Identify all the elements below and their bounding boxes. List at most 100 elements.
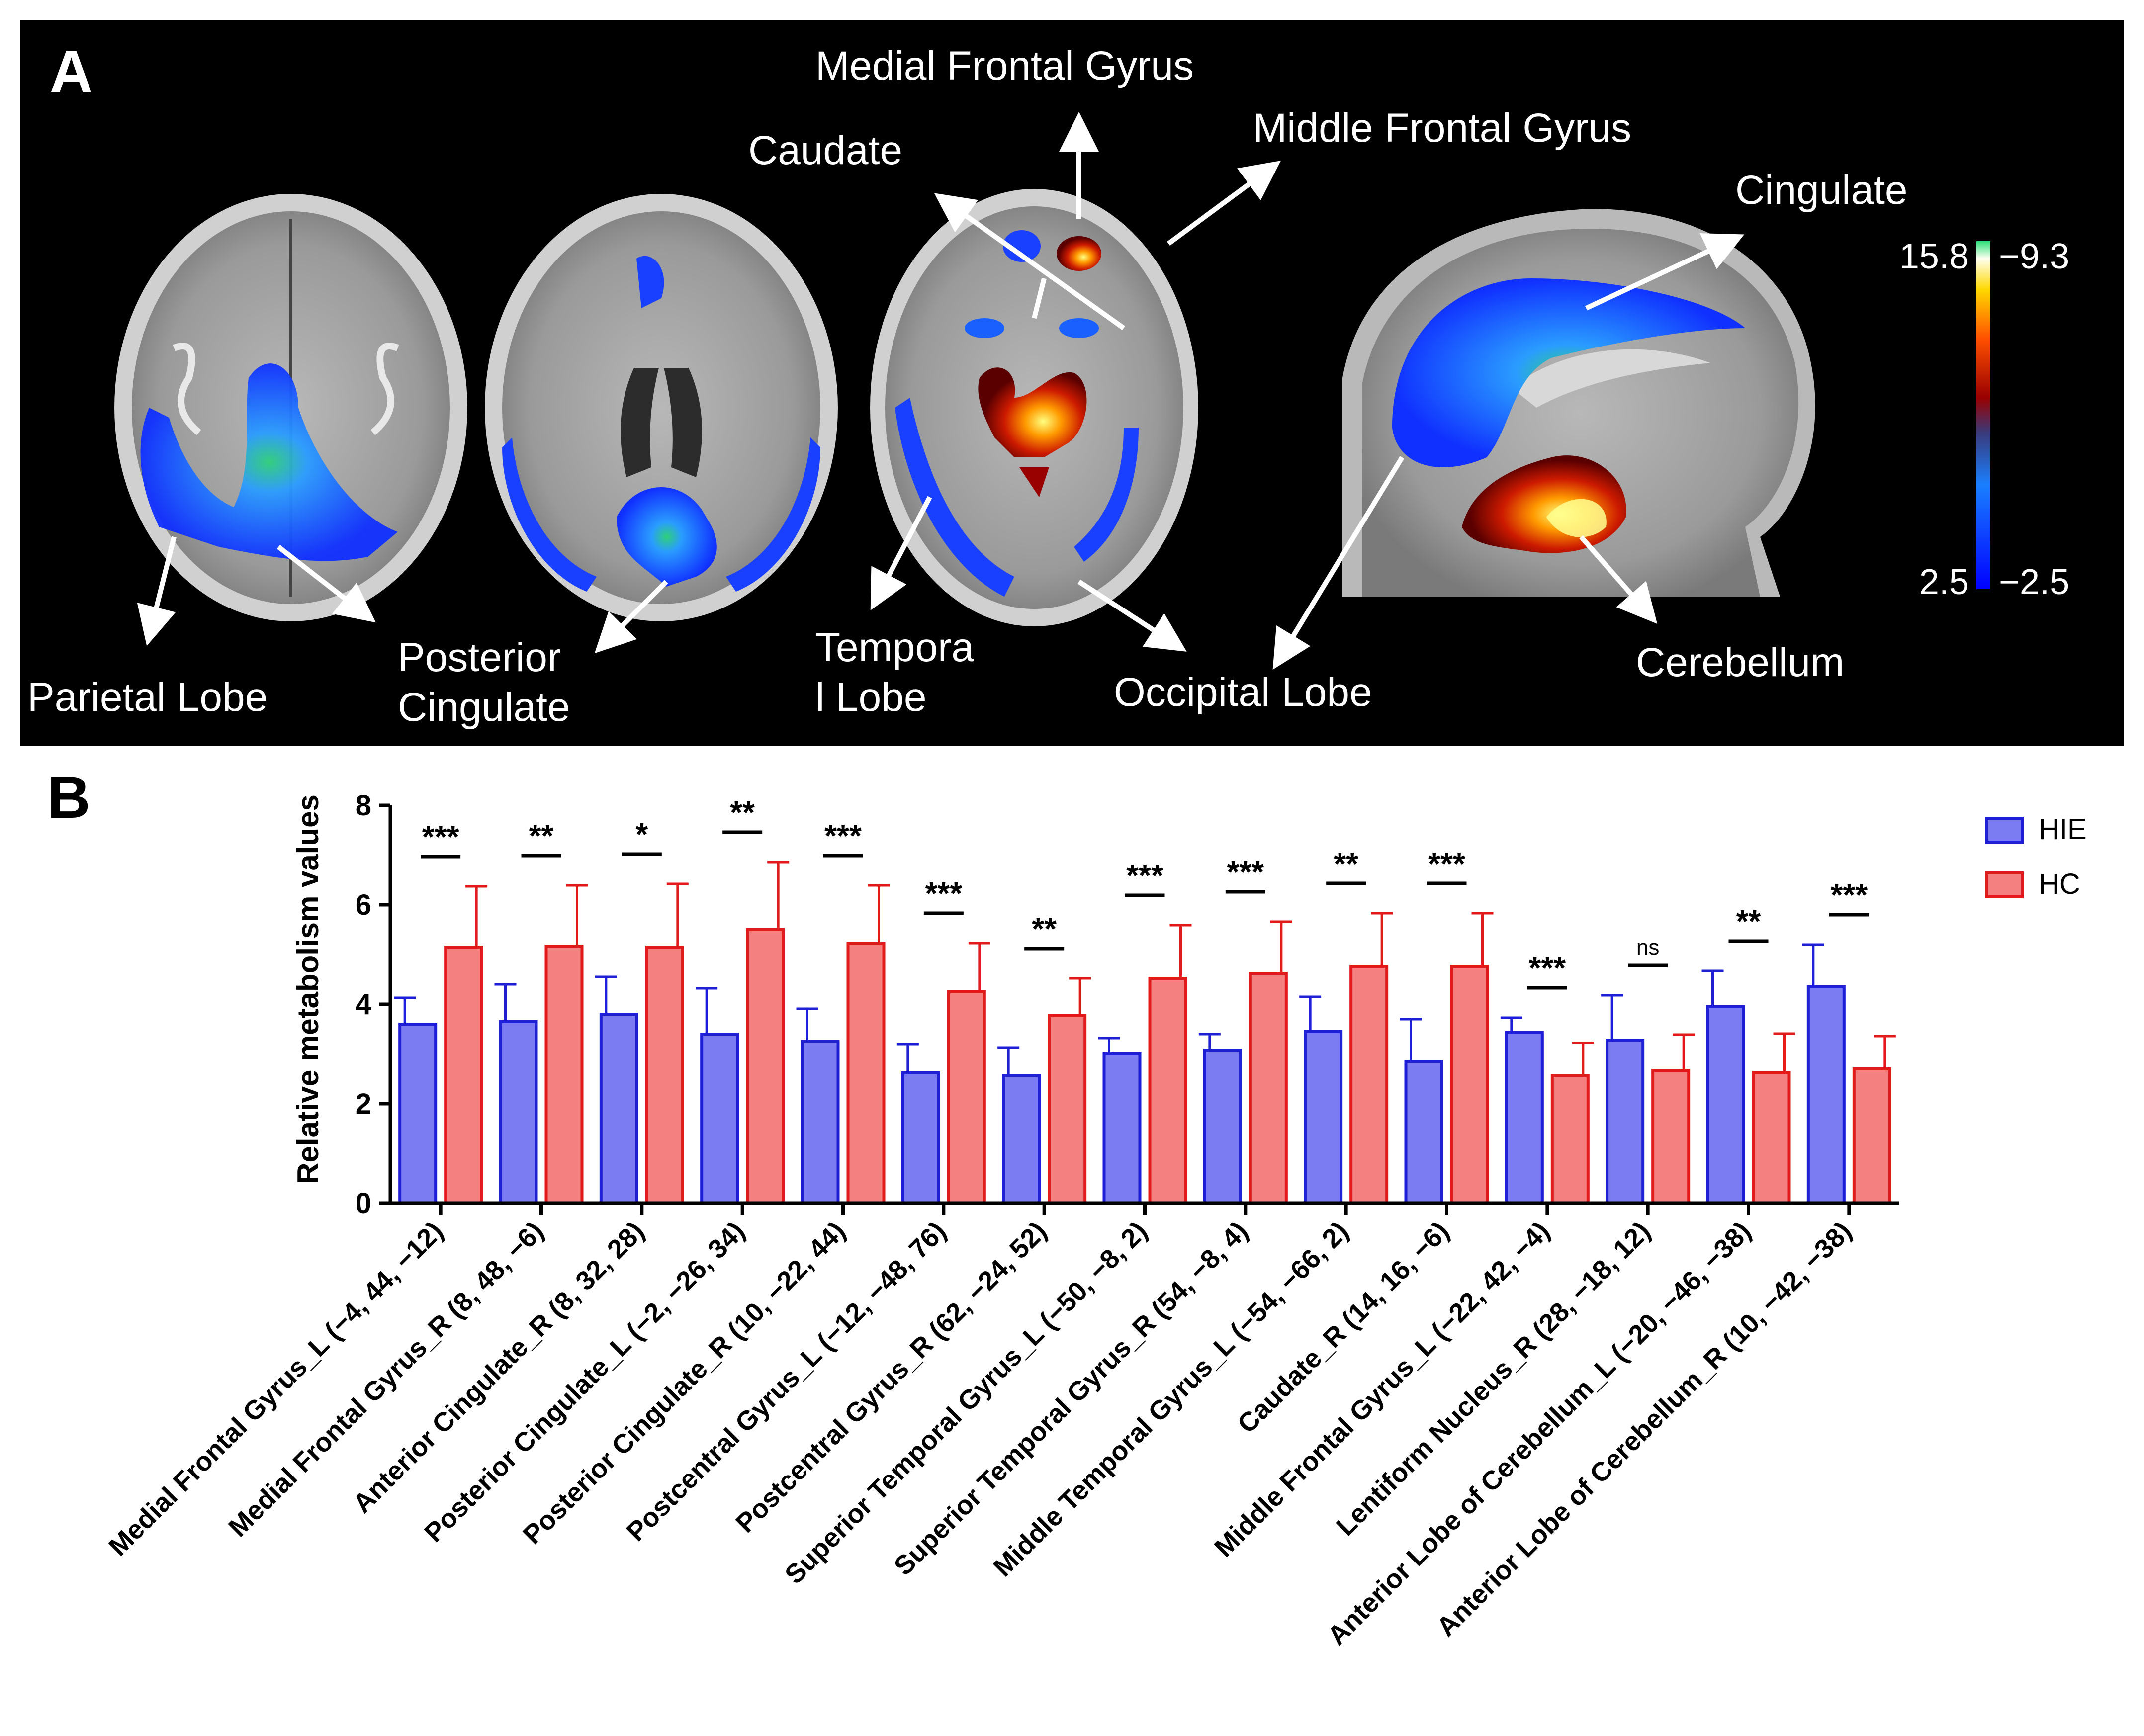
colorbar: 15.8 −9.3 2.5 −2.5 (1899, 237, 2069, 602)
arrow-parietal (137, 536, 177, 646)
label-parietal-lobe: Parietal Lobe (27, 675, 268, 720)
label-cerebellum: Cerebellum (1636, 640, 1844, 685)
arrow-caudate-2 (1032, 277, 1047, 319)
arrow-posterior-cingulate-1 (276, 545, 376, 623)
significance-label: *** (1528, 950, 1566, 986)
bar-hc (746, 928, 785, 1205)
significance-label: ** (730, 794, 755, 830)
significance-label: ** (529, 818, 554, 854)
significance-label: ** (1736, 903, 1761, 939)
y-tick-label: 2 (356, 1088, 371, 1120)
bar-hie (398, 1023, 438, 1205)
arrow-occipital-1 (1077, 579, 1187, 652)
brain-slice-3 (870, 189, 1198, 626)
bar-hie (1606, 1039, 1645, 1205)
bar-hie (901, 1071, 940, 1205)
label-posterior-cingulate-line2: Cingulate (398, 685, 570, 730)
brain-slice-4-sagittal (1342, 209, 1815, 597)
significance-label: *** (422, 819, 459, 855)
brain-figure: A Medial Frontal Gyrus Middle Frontal Gy… (27, 38, 2069, 730)
significance-label: *** (824, 818, 862, 854)
label-temporal-line2: l Lobe (815, 675, 926, 720)
y-tick-label: 4 (356, 988, 371, 1021)
legend-swatch-hc (1985, 871, 2024, 898)
arrow-temporal (870, 496, 932, 610)
bar-hc (1450, 965, 1489, 1205)
annotation-arrows (137, 112, 1745, 670)
bar-hie (1002, 1074, 1041, 1205)
legend-label-hie: HIE (2039, 813, 2087, 846)
significance-label: ** (1334, 846, 1358, 881)
arrow-occipital-2 (1272, 456, 1405, 670)
bar-hie (1102, 1052, 1142, 1205)
colorbar-pos-min: 2.5 (1919, 562, 1969, 602)
panel-a-brain-images: A Medial Frontal Gyrus Middle Frontal Gy… (20, 20, 2124, 746)
label-medial-frontal: Medial Frontal Gyrus (815, 43, 1194, 88)
significance-label: *** (1428, 846, 1465, 881)
y-tick-label: 0 (356, 1187, 371, 1219)
brain-slice-1 (114, 194, 467, 621)
significance-label: *** (1126, 858, 1163, 893)
legend-swatch-hie (1985, 817, 2024, 844)
bars (394, 861, 1896, 1205)
y-axis: 0 2 4 6 8 (356, 789, 392, 1219)
significance-markers: ******************************ns***** (421, 794, 1869, 990)
bar-hc (1048, 1014, 1087, 1205)
bar-hc (1349, 965, 1389, 1205)
label-caudate: Caudate (748, 128, 902, 173)
arrow-cerebellum (1579, 535, 1658, 624)
y-tick-label: 8 (356, 789, 371, 822)
bar-hc (1550, 1074, 1590, 1205)
label-cingulate: Cingulate (1735, 168, 1907, 213)
panel-b-label: B (47, 764, 90, 831)
bar-hie (499, 1020, 538, 1205)
x-tick-label: Caudate_R (14, 16, −6) (1232, 1216, 1455, 1439)
significance-label: *** (925, 875, 962, 911)
bar-hie (700, 1033, 739, 1205)
bar-hc (1249, 972, 1288, 1205)
bar-hie (1304, 1030, 1343, 1205)
significance-label: ** (1032, 911, 1057, 947)
brain-slice-2 (485, 194, 838, 621)
label-temporal-line1: Tempora (815, 625, 974, 670)
arrow-middle-frontal (1167, 161, 1281, 246)
colorbar-pos-max: 15.8 (1899, 237, 1969, 276)
significance-label: *** (1227, 854, 1264, 890)
x-axis: Medial Frontal Gyrus_L (−4, 44, −12)Medi… (103, 1201, 1899, 1651)
bar-hc (1148, 977, 1187, 1205)
bar-hie (1806, 985, 1846, 1205)
bar-hie (1404, 1060, 1443, 1205)
bar-hc (1752, 1071, 1791, 1205)
bar-hc (1852, 1067, 1891, 1205)
bar-hie (1706, 1005, 1745, 1205)
arrow-cingulate (1585, 233, 1745, 311)
y-tick-label: 6 (356, 889, 371, 921)
legend: HIE HC (1985, 813, 2087, 900)
label-occipital-lobe: Occipital Lobe (1114, 670, 1372, 715)
bar-hie (599, 1013, 638, 1205)
significance-label: *** (1830, 877, 1868, 913)
bar-hie (1505, 1031, 1544, 1205)
bar-hc (444, 946, 483, 1205)
x-tick-label: Middle Temporal Gyrus_L (−54, −66, 2) (988, 1216, 1354, 1582)
bar-hie (801, 1040, 840, 1205)
arrow-caudate-1 (934, 193, 1125, 331)
label-middle-frontal: Middle Frontal Gyrus (1253, 105, 1631, 151)
legend-label-hc: HC (2039, 868, 2080, 900)
colorbar-neg-max: −9.3 (1999, 237, 2069, 276)
significance-label: * (635, 816, 648, 852)
bar-hie (1203, 1049, 1242, 1205)
bar-hc (947, 990, 986, 1205)
bar-hc (846, 942, 886, 1205)
panel-a-label: A (50, 38, 93, 105)
colorbar-neg-min: −2.5 (1999, 562, 2069, 602)
bar-hc (1651, 1069, 1691, 1205)
y-axis-label: Relative metabolism values (291, 794, 325, 1184)
x-tick-label: Superior Temporal Gyrus_L (−50, −8, 2) (779, 1216, 1153, 1590)
bar-hc (645, 946, 684, 1205)
x-tick-label: Superior Temporal Gyrus_R (54, −8, 4) (889, 1216, 1254, 1581)
significance-label: ns (1636, 935, 1659, 959)
bar-hc (544, 945, 584, 1205)
arrow-posterior-cingulate-2 (594, 580, 668, 654)
